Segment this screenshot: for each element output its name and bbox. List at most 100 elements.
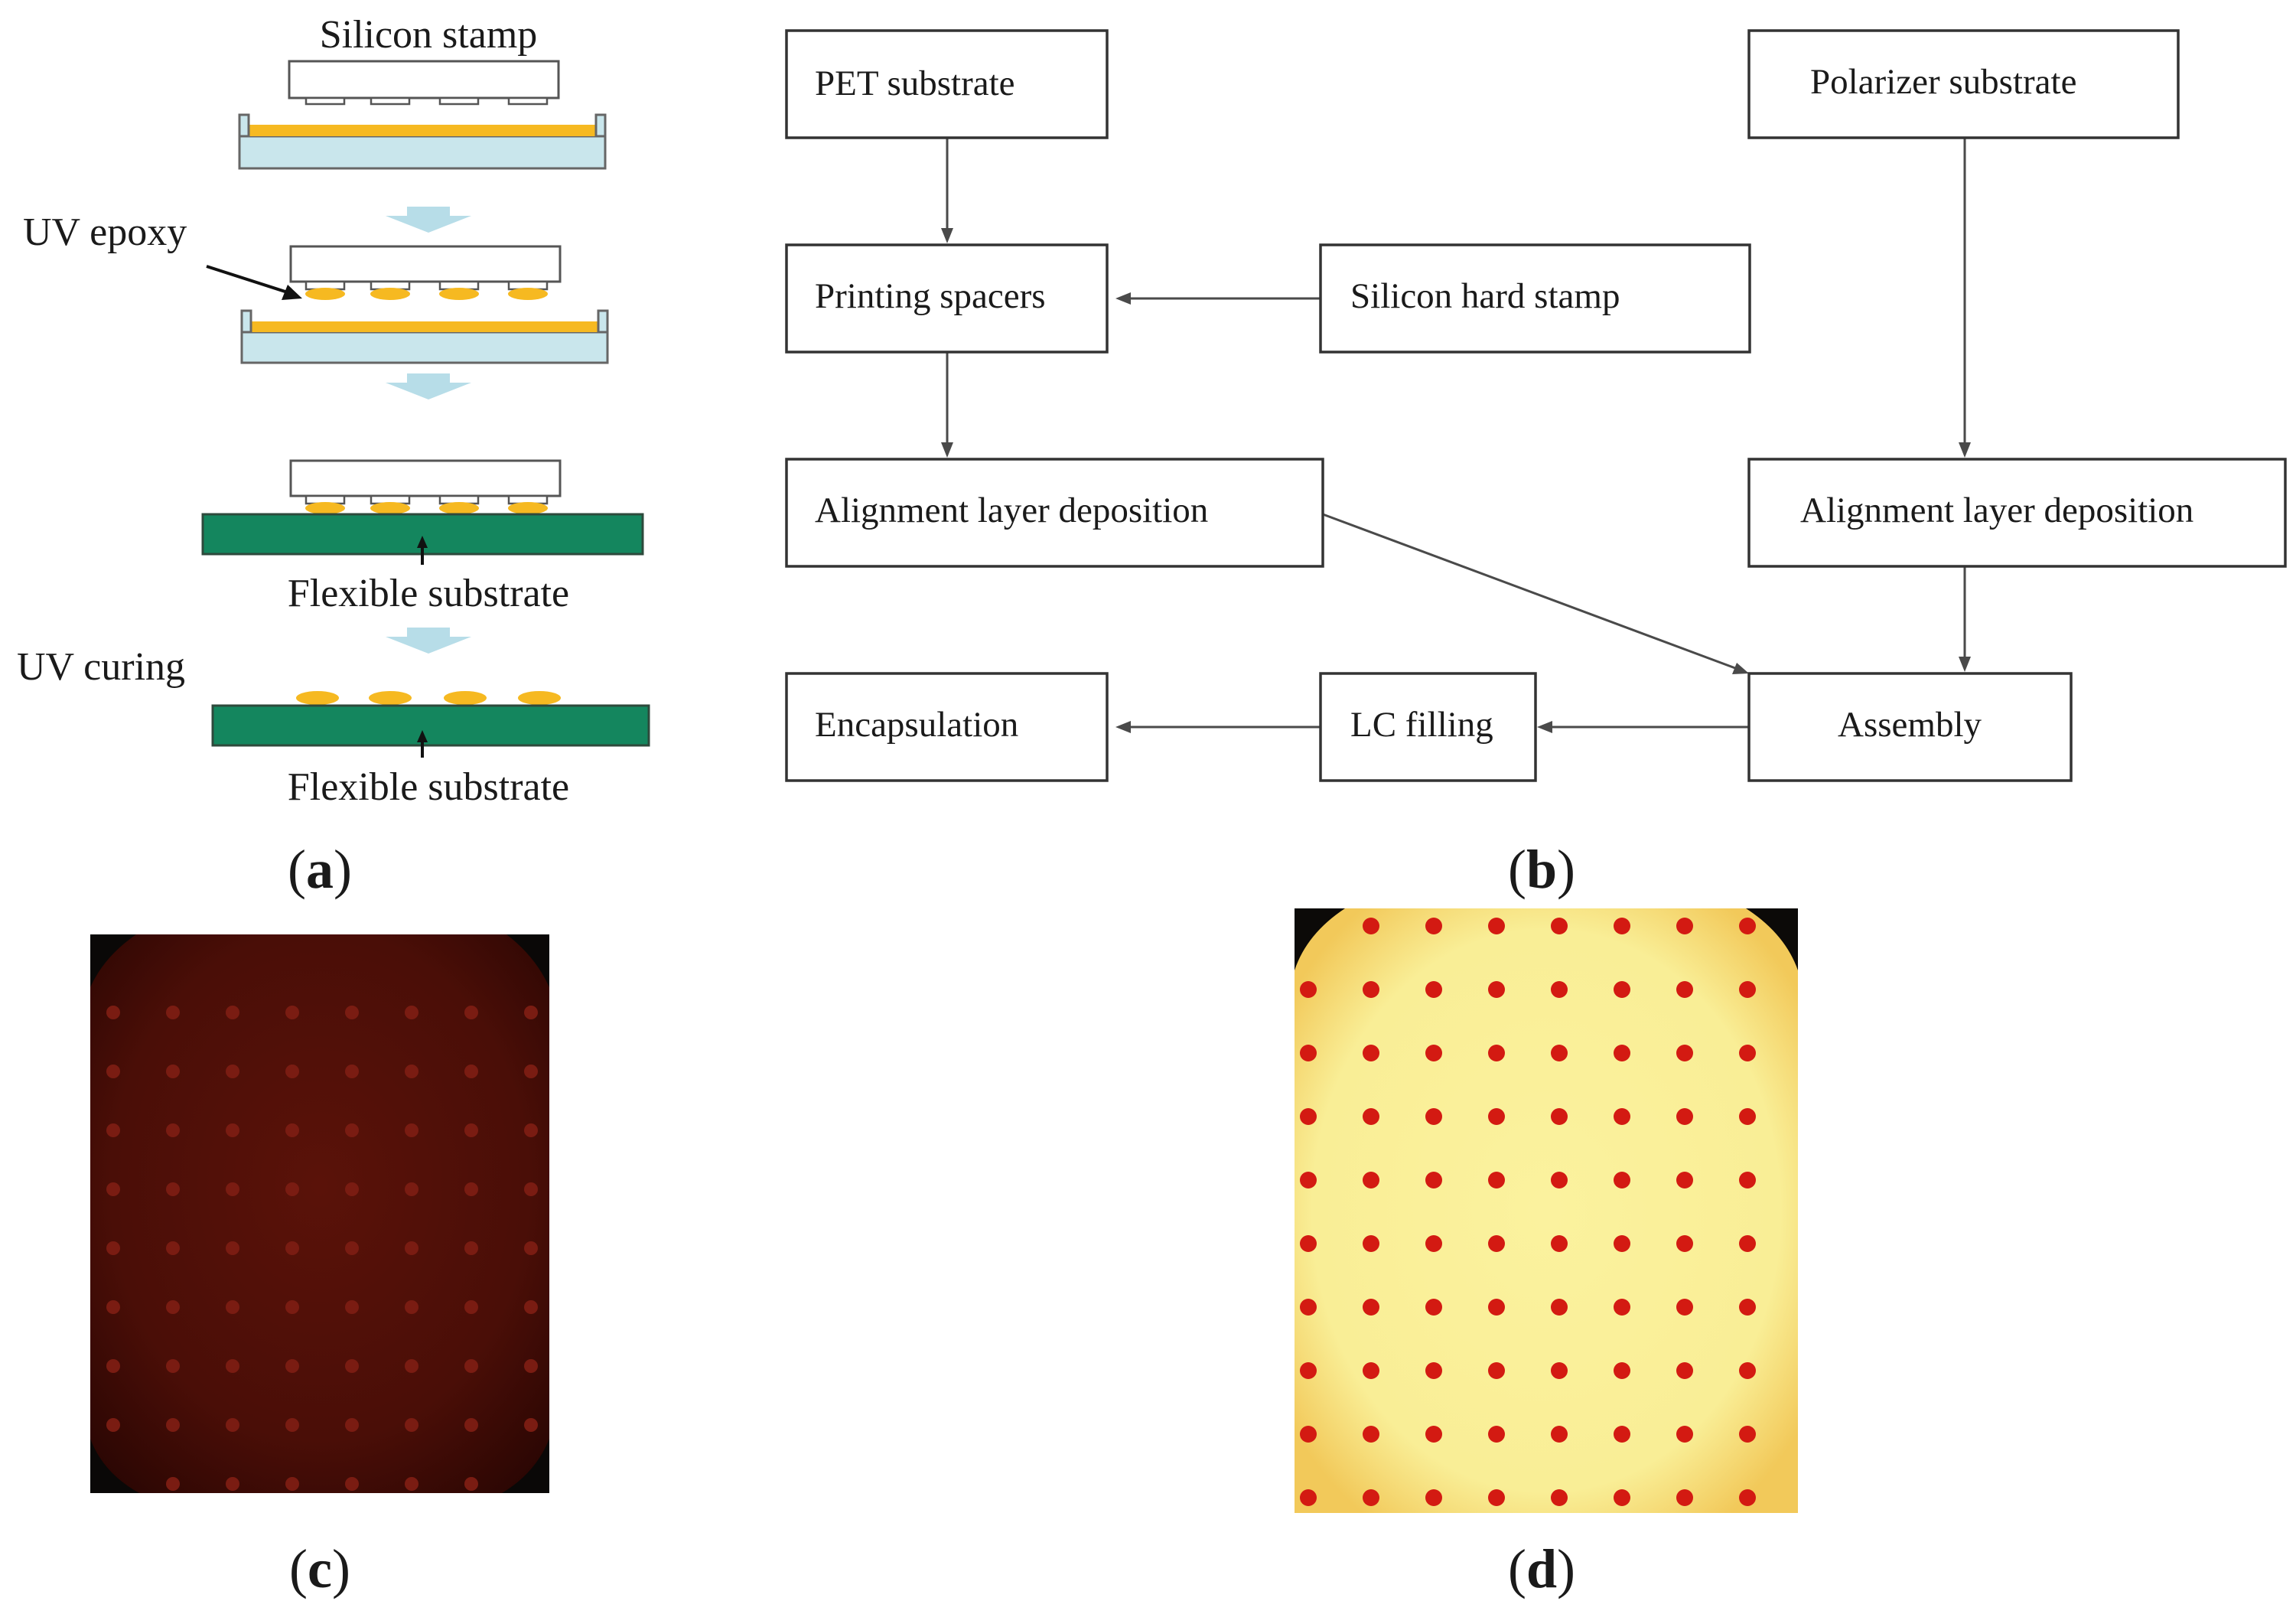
spacer-dot [1300,1489,1317,1506]
spacer-dot [226,1182,239,1196]
spacer-dot [1676,918,1693,934]
spacer-dot [1363,918,1379,934]
stamp-step-1 [288,60,560,106]
spacer-dot [405,1241,418,1255]
uv-epoxy-pointer [206,265,295,296]
spacer-dot [106,1359,120,1373]
spacer-dot [464,1418,478,1432]
spacer-dot [1676,1299,1693,1316]
spacer-dot [106,1065,120,1078]
spacer-dot [1488,981,1505,998]
spacer-dot [1739,1172,1756,1188]
spacer-dot [1551,918,1568,934]
spacer-dot [1363,1108,1379,1125]
silicon-stamp-label: Silicon stamp [320,13,538,57]
spacer-dot [1488,918,1505,934]
svg-text:LC filling: LC filling [1350,705,1493,745]
spacer-dot [345,1300,359,1314]
panel-c-caption: (c) [289,1538,350,1599]
spacer-dot [1425,1489,1442,1506]
spacer-dot [1300,1362,1317,1379]
spacer-dot [1425,1235,1442,1252]
spacer-dot [1739,918,1756,934]
spacer-dot [1676,1489,1693,1506]
uv-curing-label: UV curing [17,645,185,689]
spacer-dot [1363,1489,1379,1506]
spacer-dot [166,1182,180,1196]
spacer-dot [524,1065,538,1078]
spacer-dot [1739,1362,1756,1379]
spacer-dot [1425,1362,1442,1379]
spacer-dot [524,1300,538,1314]
spacer-dot-grid-d [1300,918,1756,1506]
panel-c-micrograph: (c) [90,934,549,1599]
spacer-dot [345,1123,359,1137]
spacer-dot [1488,1045,1505,1061]
spacer-dot [1488,1426,1505,1443]
spacer-dot [1676,1108,1693,1125]
svg-text:PET substrate: PET substrate [815,64,1015,103]
spacer-dot [464,1065,478,1078]
spacer-dot [1739,1426,1756,1443]
spacer-dot [285,1418,299,1432]
spacer-dot [226,1123,239,1137]
spacer-dot-grid-c [106,1006,538,1491]
spacer-dot [464,1300,478,1314]
spacer-dot [1425,918,1442,934]
box-pet-substrate: PET substrate [785,29,1109,139]
spacer-dot [345,1359,359,1373]
spacer-dot [1363,1362,1379,1379]
spacer-dot [106,1241,120,1255]
spacer-dot [1614,1362,1630,1379]
spacer-dot [226,1418,239,1432]
spacer-dot [1363,1299,1379,1316]
spacer-dot [1614,1426,1630,1443]
spacer-dot [285,1241,299,1255]
spacer-dot [1488,1362,1505,1379]
spacer-dot [1551,1108,1568,1125]
spacer-dot [345,1182,359,1196]
svg-text:Polarizer substrate: Polarizer substrate [1810,62,2076,102]
flow-connectors [941,138,1971,733]
spacer-dot [464,1006,478,1019]
spacer-dot [166,1300,180,1314]
spacer-dot [1363,1045,1379,1061]
spacer-dot [1614,1172,1630,1188]
spacer-dot [1676,1426,1693,1443]
spacer-dot [1676,981,1693,998]
panel-d-micrograph: (d) [1295,908,1798,1599]
spacer-dot [1425,1172,1442,1188]
spacer-dot [1739,981,1756,998]
spacer-dot [1551,1362,1568,1379]
panel-a: Silicon stamp UV epoxy [17,13,650,900]
spacer-dot [285,1359,299,1373]
spacer-dot [1614,981,1630,998]
spacer-dot [166,1065,180,1078]
spacer-dot [345,1241,359,1255]
spacer-dot [166,1418,180,1432]
box-alignment-layer-left: Alignment layer deposition [785,458,1324,568]
panel-d-caption: (d) [1508,1538,1575,1599]
spacer-dot [1425,1426,1442,1443]
spacer-dot [106,1418,120,1432]
svg-text:Alignment layer deposition: Alignment layer deposition [1800,491,2193,530]
box-lc-filling: LC filling [1319,672,1537,782]
spacer-dot [226,1477,239,1491]
spacer-dot [1363,1172,1379,1188]
spacer-dot [285,1065,299,1078]
spacer-dot [1551,1235,1568,1252]
stamp-step-2 [289,245,562,300]
spacer-dot [106,1300,120,1314]
spacer-dot [1488,1299,1505,1316]
spacer-dot [1676,1235,1693,1252]
spacer-dot [464,1182,478,1196]
spacer-dot [405,1006,418,1019]
spacer-dot [226,1300,239,1314]
spacer-dot [345,1477,359,1491]
spacer-dot [166,1359,180,1373]
process-arrow-1 [386,207,471,233]
spacer-dot [524,1123,538,1137]
spacer-dot [106,1182,120,1196]
spacer-dot [405,1300,418,1314]
